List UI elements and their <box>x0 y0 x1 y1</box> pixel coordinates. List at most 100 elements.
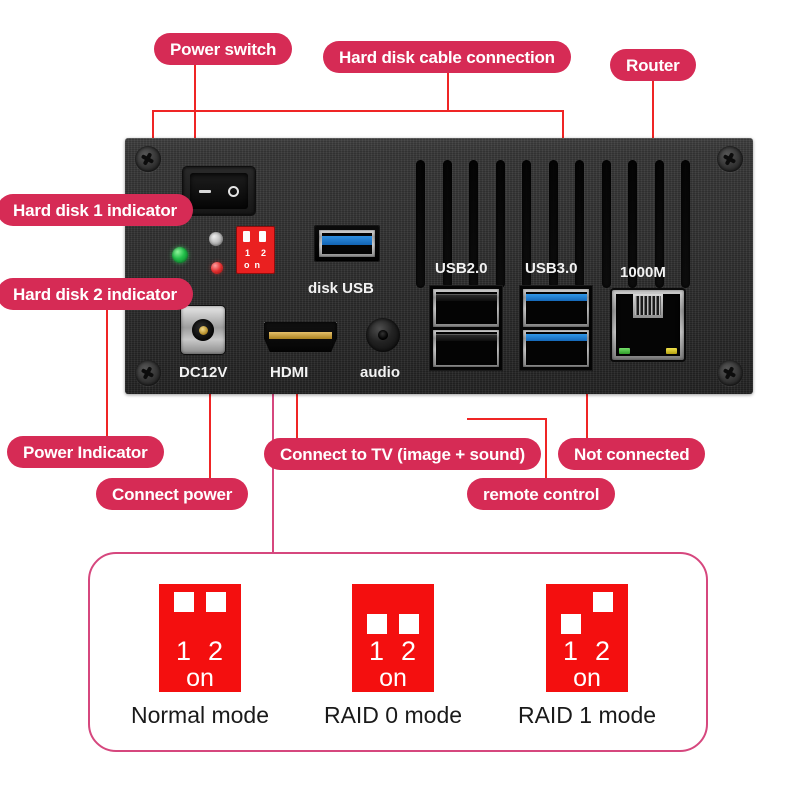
leader-dip-to-modebox <box>272 294 274 552</box>
hdmi-label: HDMI <box>270 364 309 381</box>
callout-connect-power: Connect power <box>96 478 249 510</box>
dc-jack-pin <box>198 325 208 335</box>
callout-remote-control: remote control <box>467 478 616 510</box>
audio-jack-hole <box>378 330 388 340</box>
panel-dip-label-on: on <box>244 260 265 270</box>
hard-disk-2-indicator-led <box>211 262 223 274</box>
panel-dip-switch-1[interactable] <box>243 231 250 242</box>
panel-dip-label-2: 2 <box>261 248 267 258</box>
power-switch-face[interactable] <box>190 173 248 209</box>
dc12v-power-jack[interactable] <box>181 306 225 354</box>
usb20-bottom-cavity <box>435 332 497 365</box>
mode-dip-label-1: 1 <box>369 636 385 666</box>
usb30-label: USB3.0 <box>525 260 578 277</box>
vent-slot <box>469 160 478 288</box>
callout-connect-tv: Connect to TV (image + sound) <box>264 438 541 470</box>
screw-bottom-left <box>135 360 161 386</box>
io-panel: 1 2 on DC12V HDMI audio <box>125 138 753 394</box>
leader-not-connected <box>586 352 588 440</box>
mode-dip-switch-1 <box>561 614 581 634</box>
mode-caption: RAID 1 mode <box>517 702 657 728</box>
usb30-port-top[interactable] <box>523 289 589 327</box>
audio-jack[interactable] <box>366 318 400 352</box>
vent-slot <box>681 160 690 288</box>
usb30-bottom-cavity <box>525 332 587 365</box>
mode-dip-label-on: on <box>186 664 214 692</box>
rj45-contacts <box>634 296 662 315</box>
panel-dip-label-1: 1 <box>245 248 251 258</box>
hdmi-contacts <box>269 331 332 339</box>
vent-slot <box>601 160 611 288</box>
leader-remote-h2 <box>467 418 547 420</box>
lan-label: 1000M <box>620 264 666 281</box>
leader-hdd-cable-stem <box>447 72 449 112</box>
panel-dip-switch-2[interactable] <box>259 231 266 242</box>
mode-dip-label-1: 1 <box>176 636 192 666</box>
usb30-bottom-tongue <box>525 334 587 341</box>
disk-usb-label: disk USB <box>308 280 374 297</box>
ethernet-rj45-port[interactable] <box>612 290 684 360</box>
vent-slot <box>495 160 505 288</box>
callout-hdd2-indicator: Hard disk 2 indicator <box>0 278 193 310</box>
hard-disk-1-indicator-led <box>209 232 223 246</box>
mode-dip-label-1: 1 <box>563 636 579 666</box>
vent-slot <box>442 160 452 288</box>
callout-not-connected: Not connected <box>558 438 706 470</box>
mode-caption: RAID 0 mode <box>323 702 463 728</box>
usb30-port-bottom[interactable] <box>523 329 589 367</box>
audio-label: audio <box>360 364 400 381</box>
leader-hdmi <box>296 370 298 438</box>
vent-slot <box>575 160 584 288</box>
mode-caption: Normal mode <box>130 702 270 728</box>
rj45-activity-led-yellow <box>666 348 677 354</box>
usb20-port-bottom[interactable] <box>433 329 499 367</box>
disk-usb-shell <box>319 230 375 257</box>
usb20-top-cavity <box>435 291 497 324</box>
usb30-top-cavity <box>525 291 587 324</box>
usb30-top-tongue <box>525 293 587 301</box>
vent-slot <box>416 160 425 288</box>
mode-dip-label-2: 2 <box>401 636 417 666</box>
mode-dip-switch-1 <box>174 592 194 612</box>
vent-slot <box>548 160 558 288</box>
callout-hdd1-indicator: Hard disk 1 indicator <box>0 194 193 226</box>
usb20-label: USB2.0 <box>435 260 488 277</box>
disk-usb-port[interactable] <box>315 226 379 261</box>
mode-dip-switch-2 <box>593 592 613 612</box>
dc12v-label: DC12V <box>179 364 228 381</box>
rj45-cavity <box>616 294 680 356</box>
disk-usb-tongue <box>322 236 372 245</box>
rj45-link-led-green <box>619 348 630 354</box>
mode-dip-label-on: on <box>573 664 601 692</box>
hdmi-port[interactable] <box>264 322 337 352</box>
power-indicator-led <box>172 247 188 263</box>
disk-usb-cavity <box>322 233 372 254</box>
screw-bottom-right <box>717 360 743 386</box>
power-off-symbol <box>228 185 240 197</box>
mode-dip-switch-2 <box>206 592 226 612</box>
power-switch[interactable] <box>183 167 255 215</box>
screw-top-left <box>135 146 161 172</box>
callout-power-indicator: Power Indicator <box>7 436 164 468</box>
vent-slot <box>654 160 664 288</box>
mode-dip-switch-2 <box>399 614 419 634</box>
vent-slot <box>522 160 531 288</box>
leader-power-indicator-v <box>106 278 108 436</box>
panel-dip-switch[interactable]: 1 2 on <box>237 227 274 273</box>
dc-jack-barrel <box>192 319 214 341</box>
vent-slot <box>628 160 637 288</box>
usb20-port-top[interactable] <box>433 289 499 327</box>
callout-power-switch: Power switch <box>154 33 293 65</box>
screw-top-right <box>717 146 743 172</box>
usb20-top-tongue <box>435 293 497 301</box>
usb30-port-stack[interactable] <box>520 286 592 370</box>
usb20-port-stack[interactable] <box>430 286 502 370</box>
mode-dip-label-2: 2 <box>595 636 611 666</box>
mode-dip-label-on: on <box>379 664 407 692</box>
mode-dip-label-2: 2 <box>208 636 224 666</box>
